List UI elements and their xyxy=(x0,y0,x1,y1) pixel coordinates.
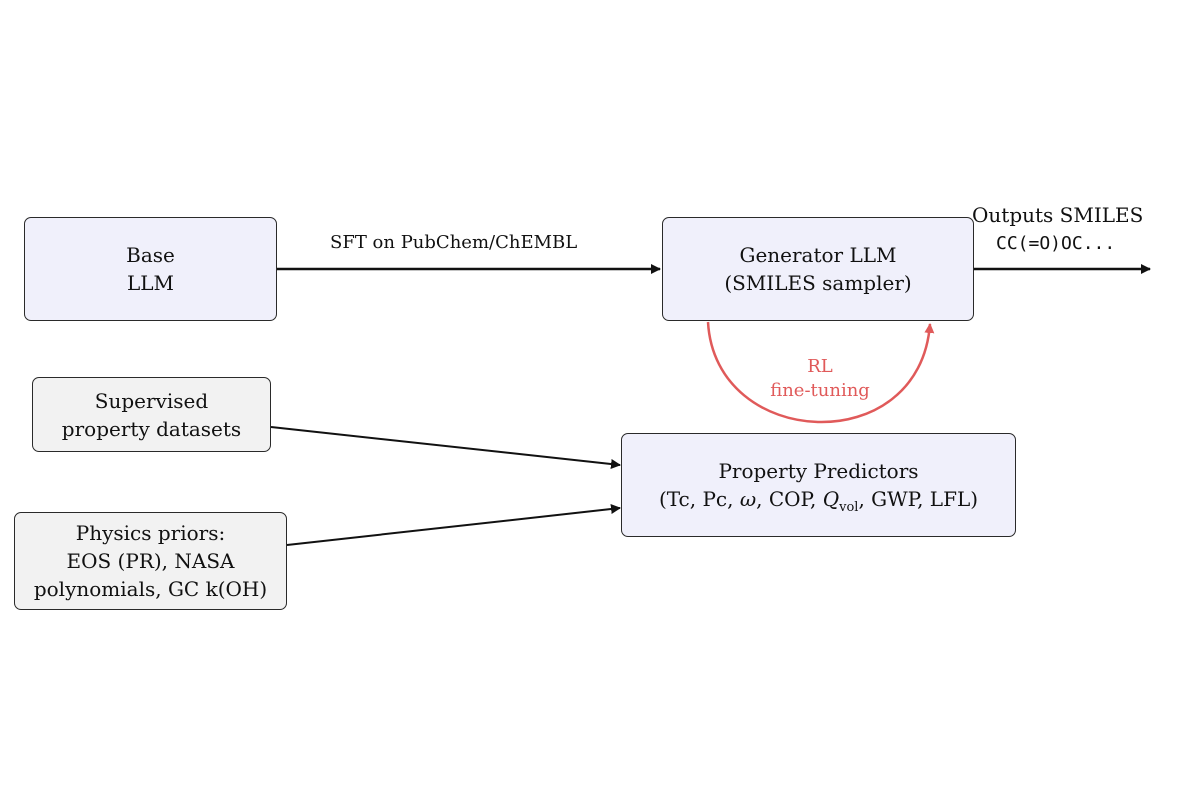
property-predictors-box: Property Predictors (Tc, Pc, ω, COP, Qvo… xyxy=(621,433,1016,537)
q-subscript: vol xyxy=(839,500,859,515)
base-llm-line-1: Base xyxy=(126,243,175,267)
rl-label: RL fine-tuning xyxy=(760,355,880,403)
predictors-part-c: , GWP, LFL) xyxy=(858,487,979,511)
physics-line-2: EOS (PR), NASA xyxy=(66,549,235,573)
generator-llm-box: Generator LLM (SMILES sampler) xyxy=(662,217,974,321)
predictors-line-1: Property Predictors xyxy=(718,459,919,483)
rl-line-1: RL xyxy=(807,356,833,377)
physics-priors-box: Physics priors: EOS (PR), NASA polynomia… xyxy=(14,512,287,610)
supervised-line-1: Supervised xyxy=(94,388,209,413)
predictors-part-b: , COP, xyxy=(756,487,823,511)
predictors-part-a: (Tc, Pc, xyxy=(658,487,740,511)
supervised-datasets-box: Supervised property datasets xyxy=(32,377,271,452)
sft-label: SFT on PubChem/ChEMBL xyxy=(330,232,578,253)
omega-symbol: ω xyxy=(739,487,757,511)
rl-loop-arrow xyxy=(706,321,935,424)
outputs-title: Outputs SMILES xyxy=(972,203,1144,227)
rl-line-2: fine-tuning xyxy=(770,380,870,401)
base-llm-box: Base LLM xyxy=(24,217,277,321)
generator-line-1: Generator LLM xyxy=(739,243,897,267)
physics-line-1: Physics priors: xyxy=(75,521,226,545)
predictors-line-2: (Tc, Pc, ω, COP, Qvol, GWP, LFL) xyxy=(658,485,979,515)
outputs-example: CC(=O)OC... xyxy=(996,233,1116,254)
supervised-line-2: property datasets xyxy=(61,416,242,441)
generator-line-2: (SMILES sampler) xyxy=(724,271,912,295)
physics-to-predictors-arrow xyxy=(286,504,621,546)
q-symbol: Q xyxy=(822,487,840,511)
supervised-to-predictors-arrow xyxy=(270,426,621,469)
base-llm-line-2: LLM xyxy=(126,271,175,295)
physics-line-3: polynomials, GC k(OH) xyxy=(33,577,268,601)
